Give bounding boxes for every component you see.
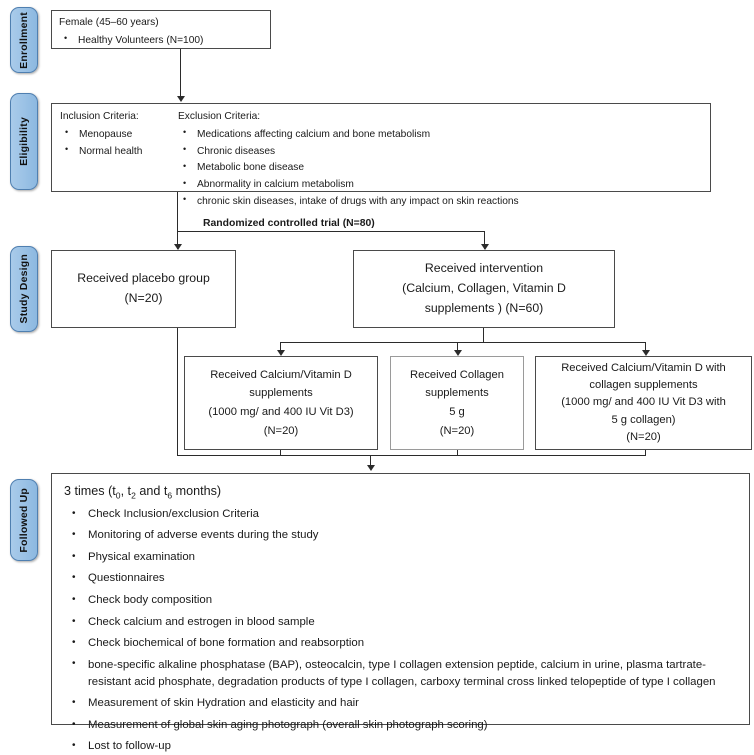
- arm-box-calcium-vitamin-d-collagen: Received Calcium/Vitamin D with collagen…: [535, 356, 752, 450]
- arrowhead-placebo: [173, 244, 182, 250]
- connector-enrollment-to-eligibility: [180, 49, 182, 99]
- list-item: Check body composition: [64, 592, 737, 609]
- list-item: Abnormality in calcium metabolism: [178, 177, 702, 192]
- arrowhead-arm-3: [641, 350, 650, 356]
- placebo-line-1: Received placebo group: [77, 271, 210, 286]
- intervention-line-1: Received intervention: [424, 261, 544, 276]
- connector-randomization-bar: [177, 231, 485, 233]
- arm-3-line-1: Received Calcium/Vitamin D with: [561, 361, 726, 374]
- connector-arms-bar: [280, 342, 645, 344]
- exclusion-criteria-list: Medications affecting calcium and bone m…: [178, 126, 702, 209]
- connector-to-arm-1: [280, 342, 282, 354]
- connector-to-intervention: [484, 231, 486, 249]
- arm-3-line-5: (N=20): [626, 431, 661, 444]
- list-item: Questionnaires: [64, 570, 737, 587]
- connector-eligibility-stem: [177, 192, 179, 232]
- arrowhead-eligibility: [176, 96, 185, 102]
- list-item: Healthy Volunteers (N=100): [59, 32, 263, 48]
- list-item: Measurement of global skin aging photogr…: [64, 717, 737, 734]
- arm-2-line-1: Received Collagen: [410, 368, 504, 381]
- follow-up-title-prefix: 3 times (t: [64, 484, 116, 498]
- phase-tab-enrollment-label: Enrollment: [18, 11, 30, 69]
- intervention-group-box: Received intervention (Calcium, Collagen…: [353, 250, 615, 328]
- follow-up-title-mid-2: and t: [135, 484, 168, 498]
- arrowhead-intervention: [480, 244, 489, 250]
- list-item: Check calcium and estrogen in blood samp…: [64, 614, 737, 631]
- enrollment-list: Healthy Volunteers (N=100): [59, 32, 263, 48]
- flow-diagram-canvas: Enrollment Eligibility Study Design Foll…: [0, 0, 754, 734]
- intervention-line-2: (Calcium, Collagen, Vitamin D: [402, 281, 566, 296]
- follow-up-title: 3 times (t0, t2 and t6 months): [64, 484, 737, 501]
- connector-to-placebo: [177, 231, 179, 249]
- list-item: bone-specific alkaline phosphatase (BAP)…: [64, 657, 737, 691]
- inclusion-criteria-heading: Inclusion Criteria:: [60, 111, 139, 122]
- phase-tab-enrollment: Enrollment: [10, 7, 38, 73]
- arm-2-line-3: 5 g: [449, 406, 465, 418]
- enrollment-box: Female (45–60 years) Healthy Volunteers …: [51, 10, 271, 49]
- phase-tab-followed-up-label: Followed Up: [18, 487, 30, 553]
- follow-up-title-sub-2: 2: [131, 490, 136, 501]
- follow-up-title-mid: , t: [120, 484, 132, 498]
- arm-3-line-2: collagen supplements: [589, 378, 698, 391]
- exclusion-criteria-heading: Exclusion Criteria:: [178, 111, 261, 122]
- connector-merge-bar: [177, 455, 646, 457]
- list-item: Menopause: [60, 126, 178, 142]
- connector-arm-1-down: [280, 450, 282, 456]
- list-item: chronic skin diseases, intake of drugs w…: [178, 193, 702, 209]
- arrowhead-arm-1: [276, 350, 285, 356]
- intervention-line-3: supplements ) (N=60): [424, 300, 544, 315]
- connector-arm-2-down: [457, 450, 459, 456]
- connector-to-arm-2: [457, 342, 459, 354]
- list-item: Normal health: [60, 143, 178, 159]
- arm-box-calcium-vitamin-d: Received Calcium/Vitamin D supplements (…: [184, 356, 378, 450]
- list-item: Medications affecting calcium and bone m…: [178, 126, 702, 142]
- list-item: Check biochemical of bone formation and …: [64, 635, 737, 652]
- eligibility-box: Inclusion Criteria: Menopause Normal hea…: [51, 103, 711, 207]
- arrowhead-followup: [366, 465, 375, 471]
- enrollment-heading: Female (45–60 years): [59, 17, 159, 28]
- arm-1-line-1: Received Calcium/Vitamin D: [210, 368, 352, 381]
- placebo-line-2: (N=20): [124, 291, 163, 305]
- list-item: Check Inclusion/exclusion Criteria: [64, 506, 737, 523]
- list-item: Monitoring of adverse events during the …: [64, 527, 737, 544]
- phase-tab-followed-up: Followed Up: [10, 479, 38, 561]
- follow-up-title-sub-6: 6: [167, 490, 173, 501]
- follow-up-title-sub-0: 0: [115, 490, 121, 501]
- follow-up-list: Check Inclusion/exclusion Criteria Monit…: [64, 506, 737, 755]
- arm-1-line-3: (1000 mg/ and 400 IU Vit D3): [208, 406, 354, 418]
- phase-tab-eligibility-label: Eligibility: [18, 117, 30, 166]
- list-item: Physical examination: [64, 549, 737, 566]
- list-item: Lost to follow-up: [64, 738, 737, 755]
- arm-2-line-4: (N=20): [439, 424, 475, 437]
- arrowhead-arm-2: [453, 350, 462, 356]
- connector-intervention-stem: [483, 328, 485, 343]
- follow-up-box: 3 times (t0, t2 and t6 months) Check Inc…: [51, 473, 750, 753]
- phase-tab-eligibility: Eligibility: [10, 93, 38, 190]
- list-item: Chronic diseases: [178, 143, 702, 159]
- arm-2-line-2: supplements: [425, 387, 489, 400]
- arm-box-collagen: Received Collagen supplements 5 g (N=20): [390, 356, 524, 450]
- inclusion-criteria-list: Menopause Normal health: [60, 126, 178, 159]
- placebo-group-box: Received placebo group (N=20): [51, 250, 236, 328]
- list-item: Measurement of skin Hydration and elasti…: [64, 695, 737, 712]
- list-item: Metabolic bone disease: [178, 160, 702, 175]
- phase-tab-study-design-label: Study Design: [18, 254, 30, 324]
- connector-merge-to-followup: [370, 455, 372, 469]
- arm-1-line-2: supplements: [249, 387, 313, 400]
- phase-tab-study-design: Study Design: [10, 246, 38, 332]
- follow-up-title-suffix: months): [172, 484, 222, 498]
- arm-3-line-3: (1000 mg/ and 400 IU Vit D3 with: [561, 396, 726, 409]
- connector-arm-3-down: [645, 450, 647, 456]
- connector-to-arm-3: [645, 342, 647, 354]
- connector-placebo-down: [177, 328, 179, 456]
- arm-3-line-4: 5 g collagen): [611, 413, 676, 426]
- arm-1-line-4: (N=20): [263, 424, 299, 437]
- randomization-label: Randomized controlled trial (N=80): [203, 218, 375, 229]
